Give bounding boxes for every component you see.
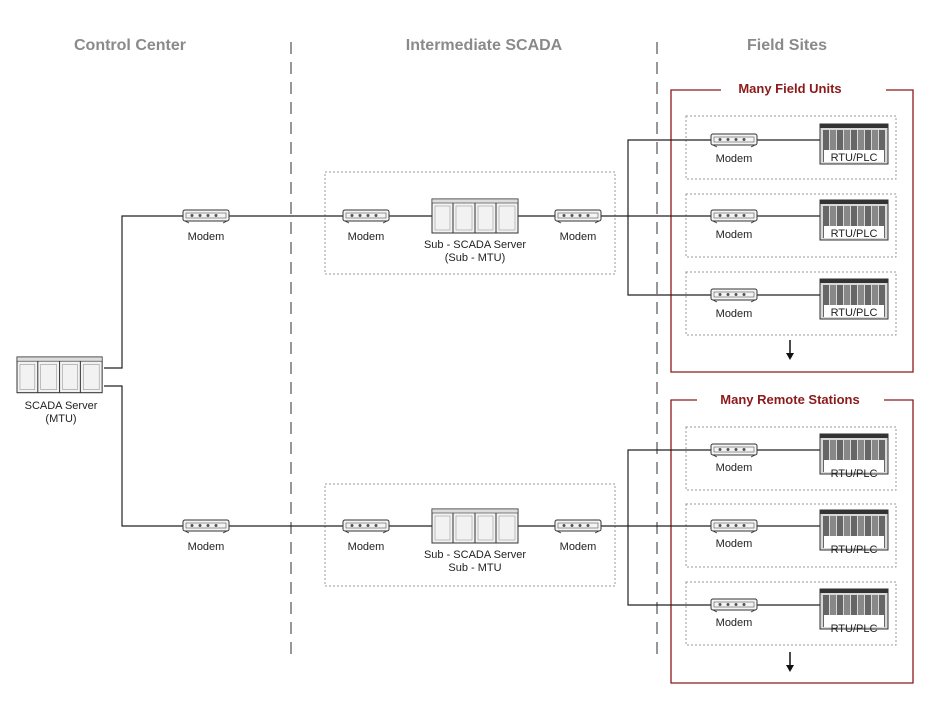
field-unit-2: Modem RTU/PLC <box>710 199 889 241</box>
modem-label: Modem <box>348 541 385 553</box>
remote-station-3: Modem RTU/PLC <box>710 588 889 635</box>
scada-server-sublabel: (MTU) <box>45 413 76 425</box>
field-unit-box-1 <box>685 115 897 180</box>
header-intermediate-scada: Intermediate SCADA <box>406 37 563 54</box>
modem-label: Modem <box>716 229 753 241</box>
modem-icon <box>710 133 758 148</box>
modem-intermediate-bottom-right: Modem <box>554 519 602 553</box>
rtu-plc-label: RTU/PLC <box>831 544 878 556</box>
modem-icon <box>710 443 758 458</box>
field-unit-3: Modem RTU/PLC <box>710 278 889 320</box>
modem-label: Modem <box>716 308 753 320</box>
rtu-plc-label: RTU/PLC <box>831 468 878 480</box>
rtu-plc-label: RTU/PLC <box>831 623 878 635</box>
server-icon <box>431 508 519 544</box>
modem-control-top: Modem <box>182 209 230 243</box>
modem-label: Modem <box>716 617 753 629</box>
modem-icon <box>710 209 758 224</box>
modem-intermediate-bottom-left: Modem <box>342 519 390 553</box>
rtu-plc-label: RTU/PLC <box>831 307 878 319</box>
field-unit-box-2 <box>685 193 897 258</box>
modem-icon <box>710 598 758 613</box>
modem-label: Modem <box>716 153 753 165</box>
modem-control-bottom: Modem <box>182 519 230 553</box>
sub-server-sublabel: (Sub - MTU) <box>445 252 506 264</box>
group-title-field-units: Many Field Units <box>738 81 841 96</box>
modem-icon <box>342 519 390 534</box>
server-icon <box>431 198 519 234</box>
more-remote-stations-arrow-icon <box>786 652 794 672</box>
rtu-plc-label: RTU/PLC <box>831 228 878 240</box>
modem-label: Modem <box>716 538 753 550</box>
field-unit-box-3 <box>685 271 897 336</box>
remote-station-2: Modem RTU/PLC <box>710 509 889 556</box>
modem-label: Modem <box>188 541 225 553</box>
header-control-center: Control Center <box>74 37 186 54</box>
modem-icon <box>710 519 758 534</box>
group-title-remote-stations: Many Remote Stations <box>720 392 859 407</box>
group-many-remote-stations: Many Remote Stations <box>670 392 914 684</box>
modem-icon <box>342 209 390 224</box>
sub-server-label: Sub - SCADA Server <box>424 549 526 561</box>
sub-scada-box-bottom <box>324 483 616 587</box>
sub-scada-server-top: Sub - SCADA Server (Sub - MTU) <box>424 198 526 264</box>
modem-icon <box>554 209 602 224</box>
modem-label: Modem <box>716 462 753 474</box>
server-icon <box>16 356 103 394</box>
header-field-sites: Field Sites <box>747 37 827 54</box>
remote-station-box-1 <box>685 426 897 491</box>
remote-station-box-2 <box>685 503 897 568</box>
modem-intermediate-top-right: Modem <box>554 209 602 243</box>
sub-scada-server-bottom: Sub - SCADA Server Sub - MTU <box>424 508 526 574</box>
modem-label: Modem <box>348 231 385 243</box>
remote-station-box-3 <box>685 581 897 646</box>
modem-intermediate-top-left: Modem <box>342 209 390 243</box>
modem-label: Modem <box>188 231 225 243</box>
modem-icon <box>182 519 230 534</box>
modem-icon <box>182 209 230 224</box>
sub-scada-box-top <box>324 171 616 275</box>
scada-server-label: SCADA Server <box>25 400 98 412</box>
modem-icon <box>710 288 758 303</box>
sub-server-label: Sub - SCADA Server <box>424 239 526 251</box>
connection-lines <box>104 139 820 606</box>
group-many-field-units: Many Field Units <box>670 81 914 373</box>
modem-icon <box>554 519 602 534</box>
sub-server-sublabel: Sub - MTU <box>448 562 501 574</box>
modem-label: Modem <box>560 231 597 243</box>
rtu-plc-label: RTU/PLC <box>831 152 878 164</box>
field-unit-1: Modem RTU/PLC <box>710 123 889 165</box>
remote-station-1: Modem RTU/PLC <box>710 433 889 480</box>
more-field-units-arrow-icon <box>786 340 794 360</box>
modem-label: Modem <box>560 541 597 553</box>
scada-server: SCADA Server (MTU) <box>16 356 103 425</box>
